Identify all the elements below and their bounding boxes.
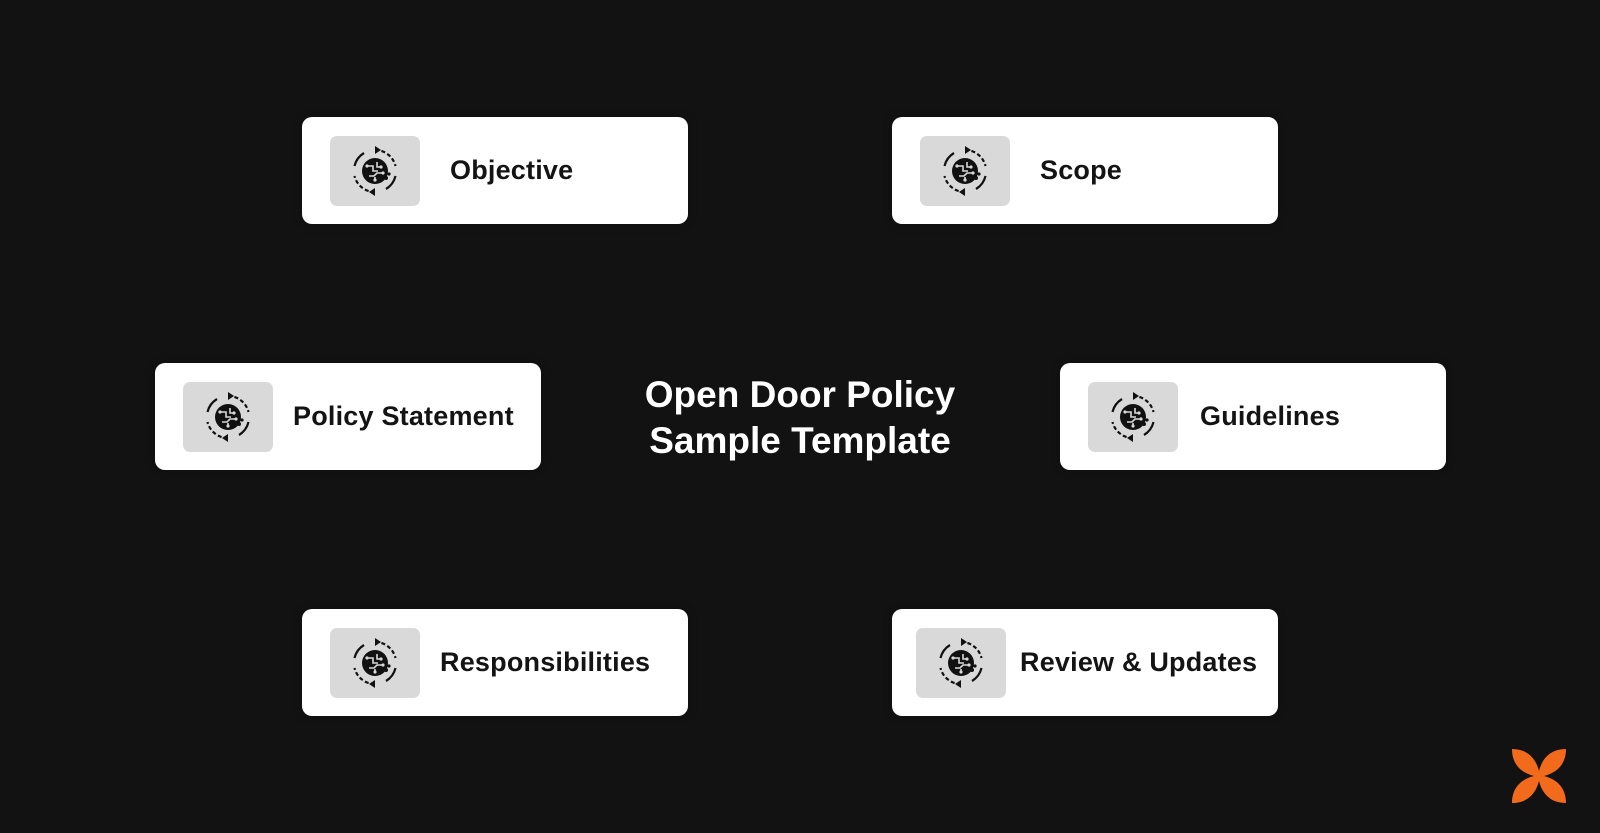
card-guidelines: Guidelines — [1060, 363, 1446, 470]
card-label-review-updates: Review & Updates — [1020, 647, 1258, 677]
diagram-title-line1: Open Door Policy — [644, 374, 956, 415]
card-responsibilities: Responsibilities — [302, 609, 688, 716]
circuit-cycle-icon — [330, 135, 420, 206]
circuit-cycle-icon — [920, 135, 1010, 206]
card-label-scope: Scope — [1040, 155, 1123, 185]
card-label-objective: Objective — [450, 155, 574, 185]
brand-x-logo-icon — [1512, 749, 1566, 803]
card-scope: Scope — [892, 117, 1278, 224]
card-label-responsibilities: Responsibilities — [440, 647, 651, 677]
card-label-guidelines: Guidelines — [1200, 401, 1341, 431]
card-review-updates: Review & Updates — [892, 609, 1278, 716]
diagram-title: Open Door Policy Sample Template — [600, 372, 1000, 464]
circuit-cycle-icon — [916, 627, 1006, 698]
card-label-policy-statement: Policy Statement — [293, 401, 514, 431]
circuit-cycle-icon — [1088, 381, 1178, 452]
card-objective: Objective — [302, 117, 688, 224]
card-policy-statement: Policy Statement — [155, 363, 541, 470]
diagram-title-line2: Sample Template — [649, 420, 951, 461]
circuit-cycle-icon — [330, 627, 420, 698]
circuit-cycle-icon — [183, 381, 273, 452]
